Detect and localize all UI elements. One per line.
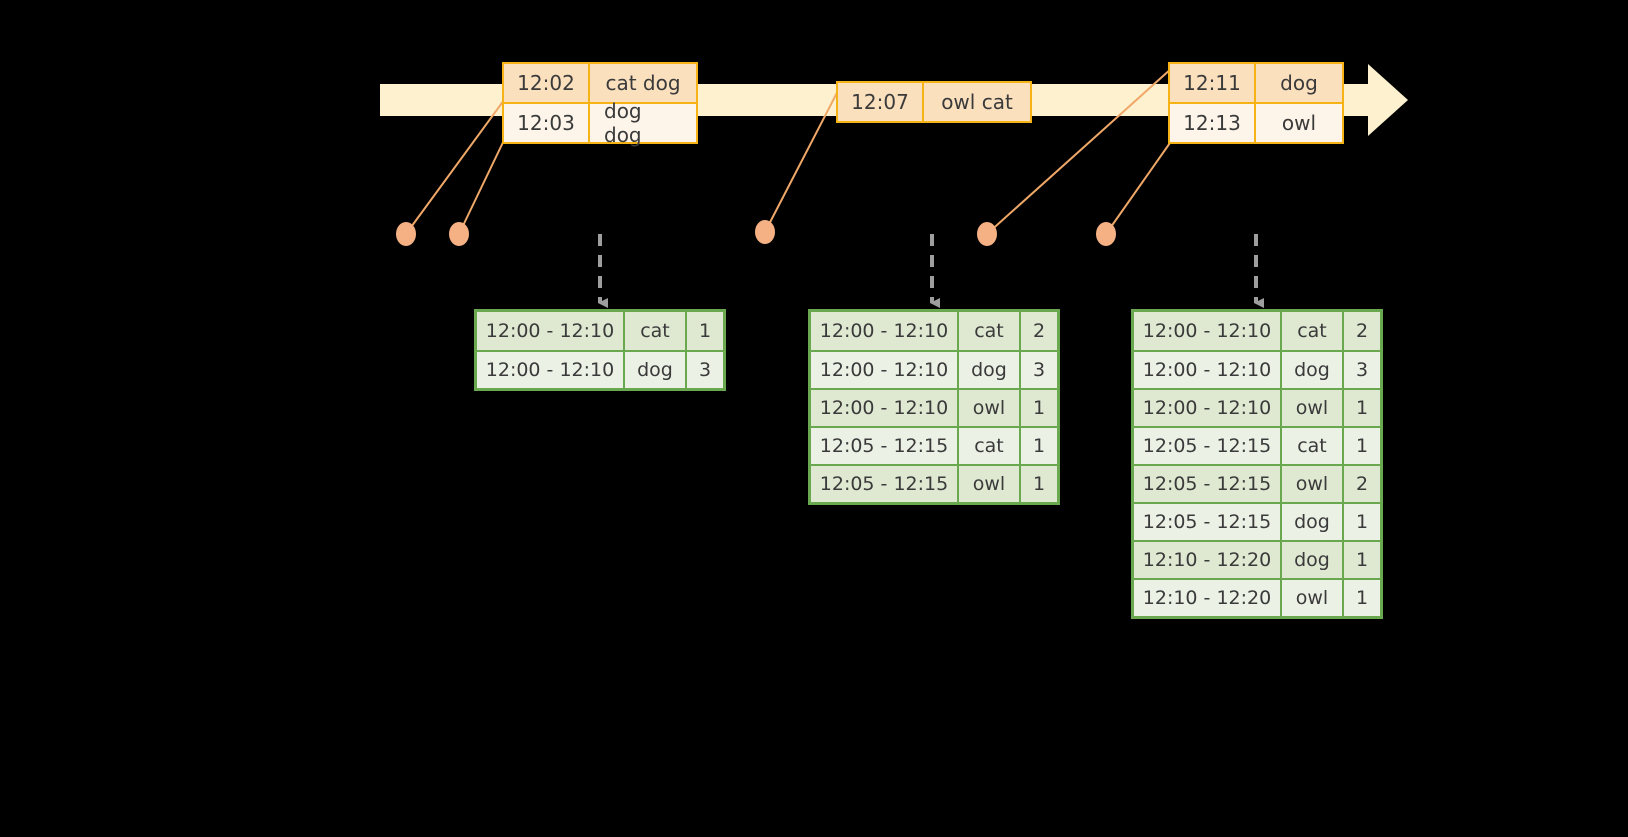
result-word: owl	[1282, 390, 1344, 426]
result-count: 1	[1344, 542, 1380, 578]
event-words: dog	[1256, 64, 1342, 102]
event-row: 12:07 owl cat	[838, 83, 1030, 121]
result-count: 1	[1344, 390, 1380, 426]
connector-line-0	[405, 95, 508, 235]
event-time: 12:11	[1170, 64, 1256, 102]
result-count: 3	[1344, 352, 1380, 388]
connector-dots	[396, 220, 1116, 246]
event-words: owl cat	[924, 83, 1030, 121]
event-row: 12:02 cat dog	[504, 64, 696, 102]
result-window: 12:00 - 12:10	[1134, 352, 1282, 388]
connector-dot-2	[755, 220, 775, 244]
connector-line-1	[458, 133, 508, 235]
result-count: 3	[1021, 352, 1057, 388]
result-count: 1	[1344, 428, 1380, 464]
result-word: dog	[1282, 504, 1344, 540]
result-word: cat	[959, 312, 1021, 350]
result-word: cat	[959, 428, 1021, 464]
event-words: owl	[1256, 104, 1342, 142]
event-box-1: 12:07 owl cat	[836, 81, 1032, 123]
result-word: cat	[625, 312, 687, 350]
result-window: 12:05 - 12:15	[1134, 428, 1282, 464]
result-window: 12:00 - 12:10	[1134, 390, 1282, 426]
result-window: 12:10 - 12:20	[1134, 542, 1282, 578]
result-word: owl	[959, 390, 1021, 426]
result-word: dog	[1282, 352, 1344, 388]
result-count: 2	[1344, 466, 1380, 502]
result-count: 1	[1021, 428, 1057, 464]
result-count: 1	[1021, 466, 1057, 502]
connector-dot-3	[977, 222, 997, 246]
flow-arrows	[598, 234, 1264, 308]
event-time: 12:07	[838, 83, 924, 121]
connector-line-4	[1105, 139, 1173, 235]
result-count: 1	[1344, 504, 1380, 540]
result-word: cat	[1282, 428, 1344, 464]
result-window: 12:05 - 12:15	[811, 466, 959, 502]
result-window: 12:00 - 12:10	[1134, 312, 1282, 350]
event-time: 12:02	[504, 64, 590, 102]
result-window: 12:05 - 12:15	[1134, 504, 1282, 540]
connector-dot-1	[449, 222, 469, 246]
event-row: 12:03 dog dog	[504, 99, 696, 147]
result-window: 12:00 - 12:10	[811, 390, 959, 426]
event-words: dog dog	[590, 99, 696, 147]
result-word: owl	[959, 466, 1021, 502]
result-window: 12:05 - 12:15	[1134, 466, 1282, 502]
event-words: cat dog	[590, 64, 696, 102]
event-row: 12:13 owl	[1170, 102, 1342, 142]
result-window: 12:00 - 12:10	[477, 312, 625, 350]
result-word: owl	[1282, 580, 1344, 616]
event-row: 12:11 dog	[1170, 64, 1342, 102]
result-word: cat	[1282, 312, 1344, 350]
result-count: 2	[1344, 312, 1380, 350]
result-count: 1	[1021, 390, 1057, 426]
connector-dot-4	[1096, 222, 1116, 246]
event-box-2: 12:11 dog 12:13 owl	[1168, 62, 1344, 144]
result-count: 2	[1021, 312, 1057, 350]
result-word: dog	[625, 352, 687, 388]
result-window: 12:00 - 12:10	[477, 352, 625, 388]
result-word: dog	[959, 352, 1021, 388]
result-count: 1	[1344, 580, 1380, 616]
result-window: 12:10 - 12:20	[1134, 580, 1282, 616]
result-count: 1	[687, 312, 723, 350]
connector-dot-0	[396, 222, 416, 246]
event-box-0: 12:02 cat dog 12:03 dog dog	[502, 62, 698, 147]
timeline-arrowhead-icon	[1368, 64, 1408, 136]
event-time: 12:13	[1170, 104, 1256, 142]
result-word: owl	[1282, 466, 1344, 502]
result-window: 12:00 - 12:10	[811, 352, 959, 388]
result-word: dog	[1282, 542, 1344, 578]
event-time: 12:03	[504, 104, 590, 142]
result-window: 12:00 - 12:10	[811, 312, 959, 350]
result-window: 12:05 - 12:15	[811, 428, 959, 464]
result-count: 3	[687, 352, 723, 388]
